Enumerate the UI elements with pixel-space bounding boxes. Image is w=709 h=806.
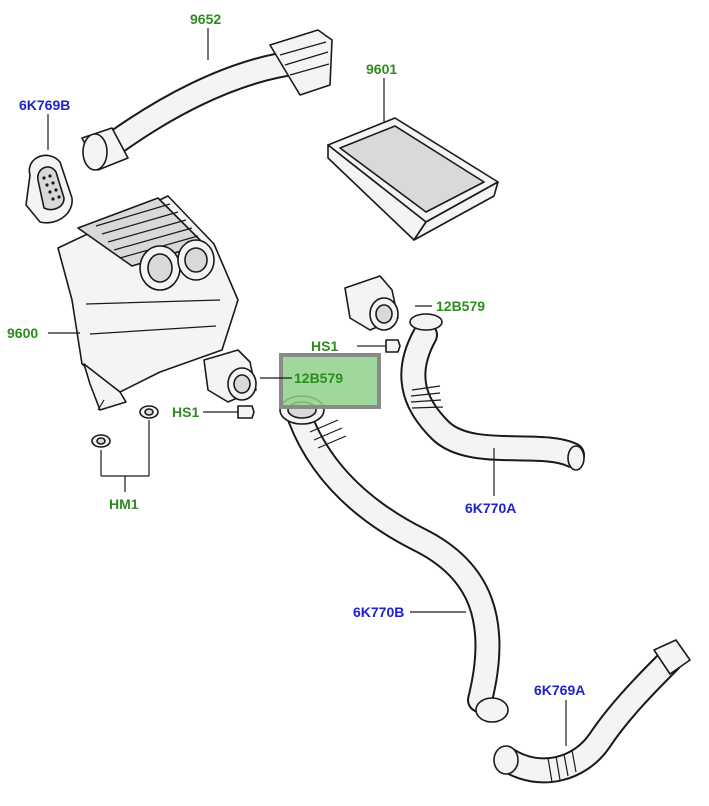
air-inlet-duct-6K769B[interactable]: [25, 154, 73, 224]
grommet-hm1-right[interactable]: [139, 405, 159, 419]
label-HM1[interactable]: HM1: [109, 496, 139, 512]
label-12B579-highlighted[interactable]: 12B579: [294, 370, 343, 386]
air-intake-duct-6K769A[interactable]: [493, 639, 691, 784]
label-HS1-upper[interactable]: HS1: [311, 338, 338, 354]
label-12B579-upper[interactable]: 12B579: [436, 298, 485, 314]
label-9601[interactable]: 9601: [366, 61, 397, 77]
highlight-box-12B579: [279, 353, 381, 409]
bolt-hs1-mid[interactable]: [206, 405, 255, 419]
label-HS1-lower[interactable]: HS1: [172, 404, 199, 420]
label-6K770B[interactable]: 6K770B: [353, 604, 404, 620]
label-6K769A[interactable]: 6K769A: [534, 682, 585, 698]
label-6K769B[interactable]: 6K769B: [19, 97, 70, 113]
air-intake-hose-6K770B[interactable]: [279, 395, 509, 723]
leader-lines: [47, 28, 567, 746]
grommet-hm1-left[interactable]: [91, 434, 111, 448]
label-6K770A[interactable]: 6K770A: [465, 500, 516, 516]
mass-air-flow-sensor-12B579-lower[interactable]: [203, 349, 257, 403]
intake-hose-9652[interactable]: [81, 29, 333, 171]
bolt-hs1-top[interactable]: [372, 339, 401, 353]
air-filter-9601[interactable]: [327, 117, 499, 241]
label-9652[interactable]: 9652: [190, 11, 221, 27]
air-cleaner-housing-9600[interactable]: [57, 195, 239, 411]
air-intake-hose-6K770A[interactable]: [400, 313, 585, 471]
mass-air-flow-sensor-12B579-upper[interactable]: [344, 275, 399, 331]
label-9600[interactable]: 9600: [7, 325, 38, 341]
